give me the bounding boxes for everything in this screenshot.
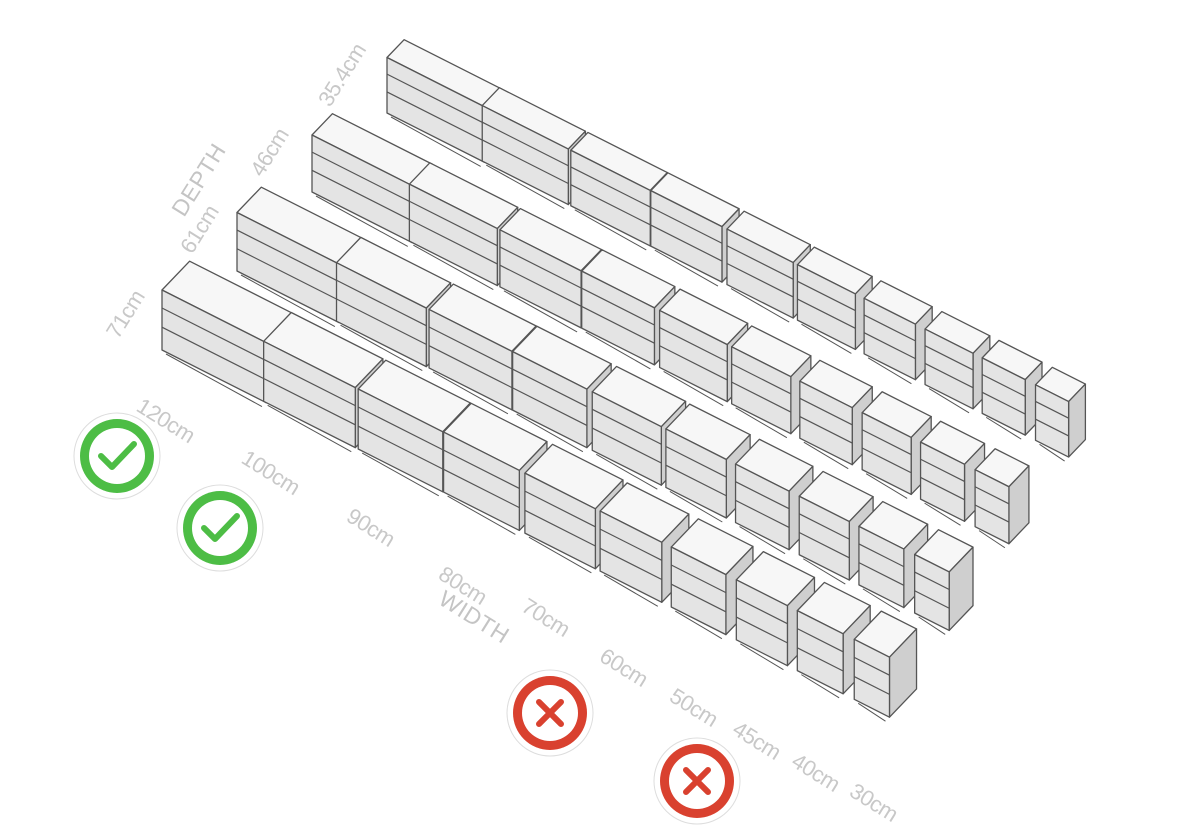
cabinet-front bbox=[524, 472, 597, 570]
check-icon bbox=[98, 441, 137, 470]
check-icon bbox=[201, 513, 240, 542]
cabinet-46cm-60cm bbox=[731, 325, 812, 439]
cabinet-front bbox=[591, 391, 662, 486]
cabinet-35.4cm-50cm bbox=[863, 280, 933, 385]
cabinet-71cm-30cm bbox=[853, 610, 918, 722]
cabinet-front bbox=[981, 357, 1026, 436]
cabinet-front bbox=[262, 340, 356, 449]
width-label-40: 40cm bbox=[787, 748, 844, 797]
close-icon bbox=[536, 699, 564, 727]
cabinet-61cm-30cm bbox=[914, 529, 974, 635]
cabinet-front bbox=[858, 525, 905, 609]
width-label-90: 90cm bbox=[342, 503, 399, 552]
cabinet-front bbox=[665, 428, 727, 519]
accept-marker-100 bbox=[176, 484, 264, 572]
cabinet-front bbox=[861, 411, 912, 496]
width-label-45: 45cm bbox=[728, 716, 785, 765]
cabinet-35.4cm-80cm bbox=[650, 172, 740, 287]
width-label-30: 30cm bbox=[845, 778, 902, 827]
cabinet-front bbox=[914, 553, 950, 632]
cabinet-front bbox=[796, 609, 844, 695]
cabinet-front bbox=[863, 297, 917, 381]
cabinet-35.4cm-60cm bbox=[796, 246, 873, 354]
cabinet-35.4cm-45cm bbox=[924, 310, 991, 414]
cabinet-front bbox=[924, 328, 974, 410]
width-label-100: 100cm bbox=[237, 445, 304, 500]
cabinet-front bbox=[442, 431, 520, 532]
cabinet-46cm-30cm bbox=[974, 448, 1030, 549]
cabinet-35.4cm-40cm bbox=[981, 339, 1043, 440]
cabinet-46cm-45cm bbox=[861, 391, 932, 499]
cabinet-front bbox=[581, 270, 656, 366]
cabinet-46cm-50cm bbox=[799, 359, 873, 470]
cabinet-front bbox=[599, 510, 663, 603]
cabinet-front bbox=[511, 350, 588, 449]
width-label-70: 70cm bbox=[517, 593, 574, 642]
cabinet-front bbox=[670, 546, 727, 636]
cabinet-front bbox=[357, 388, 444, 493]
cabinet-front bbox=[919, 441, 966, 523]
width-label-60: 60cm bbox=[595, 643, 652, 692]
cabinet-front bbox=[335, 262, 427, 368]
cabinet-front bbox=[726, 228, 794, 319]
cabinet-front bbox=[481, 104, 569, 206]
cabinet-front bbox=[650, 189, 723, 283]
cabinet-front bbox=[1034, 384, 1070, 458]
depth-label-71: 71cm bbox=[101, 285, 150, 342]
reject-marker-30 bbox=[653, 737, 741, 825]
cabinet-front bbox=[735, 579, 789, 667]
depth-label-35: 35.4cm bbox=[313, 39, 371, 111]
depth-label-46: 46cm bbox=[245, 123, 294, 180]
cabinet-front bbox=[734, 463, 790, 551]
cabinet-front bbox=[731, 346, 792, 435]
cabinet-front bbox=[974, 468, 1010, 545]
cabinet-grid bbox=[161, 38, 1087, 722]
cabinet-front bbox=[428, 308, 513, 411]
width-label-50: 50cm bbox=[665, 683, 722, 732]
cabinet-35.4cm-30cm bbox=[1034, 366, 1087, 462]
cabinet-front bbox=[798, 495, 850, 581]
cabinet-front bbox=[408, 183, 498, 287]
cabinet-front bbox=[658, 309, 728, 403]
accept-marker-120 bbox=[73, 412, 161, 500]
cabinet-35.4cm-100cm bbox=[481, 87, 587, 210]
cabinet-front bbox=[799, 380, 853, 466]
close-icon bbox=[683, 767, 711, 795]
cabinet-front bbox=[796, 263, 857, 351]
reject-marker-50 bbox=[506, 669, 594, 757]
cabinet-front bbox=[853, 638, 891, 718]
